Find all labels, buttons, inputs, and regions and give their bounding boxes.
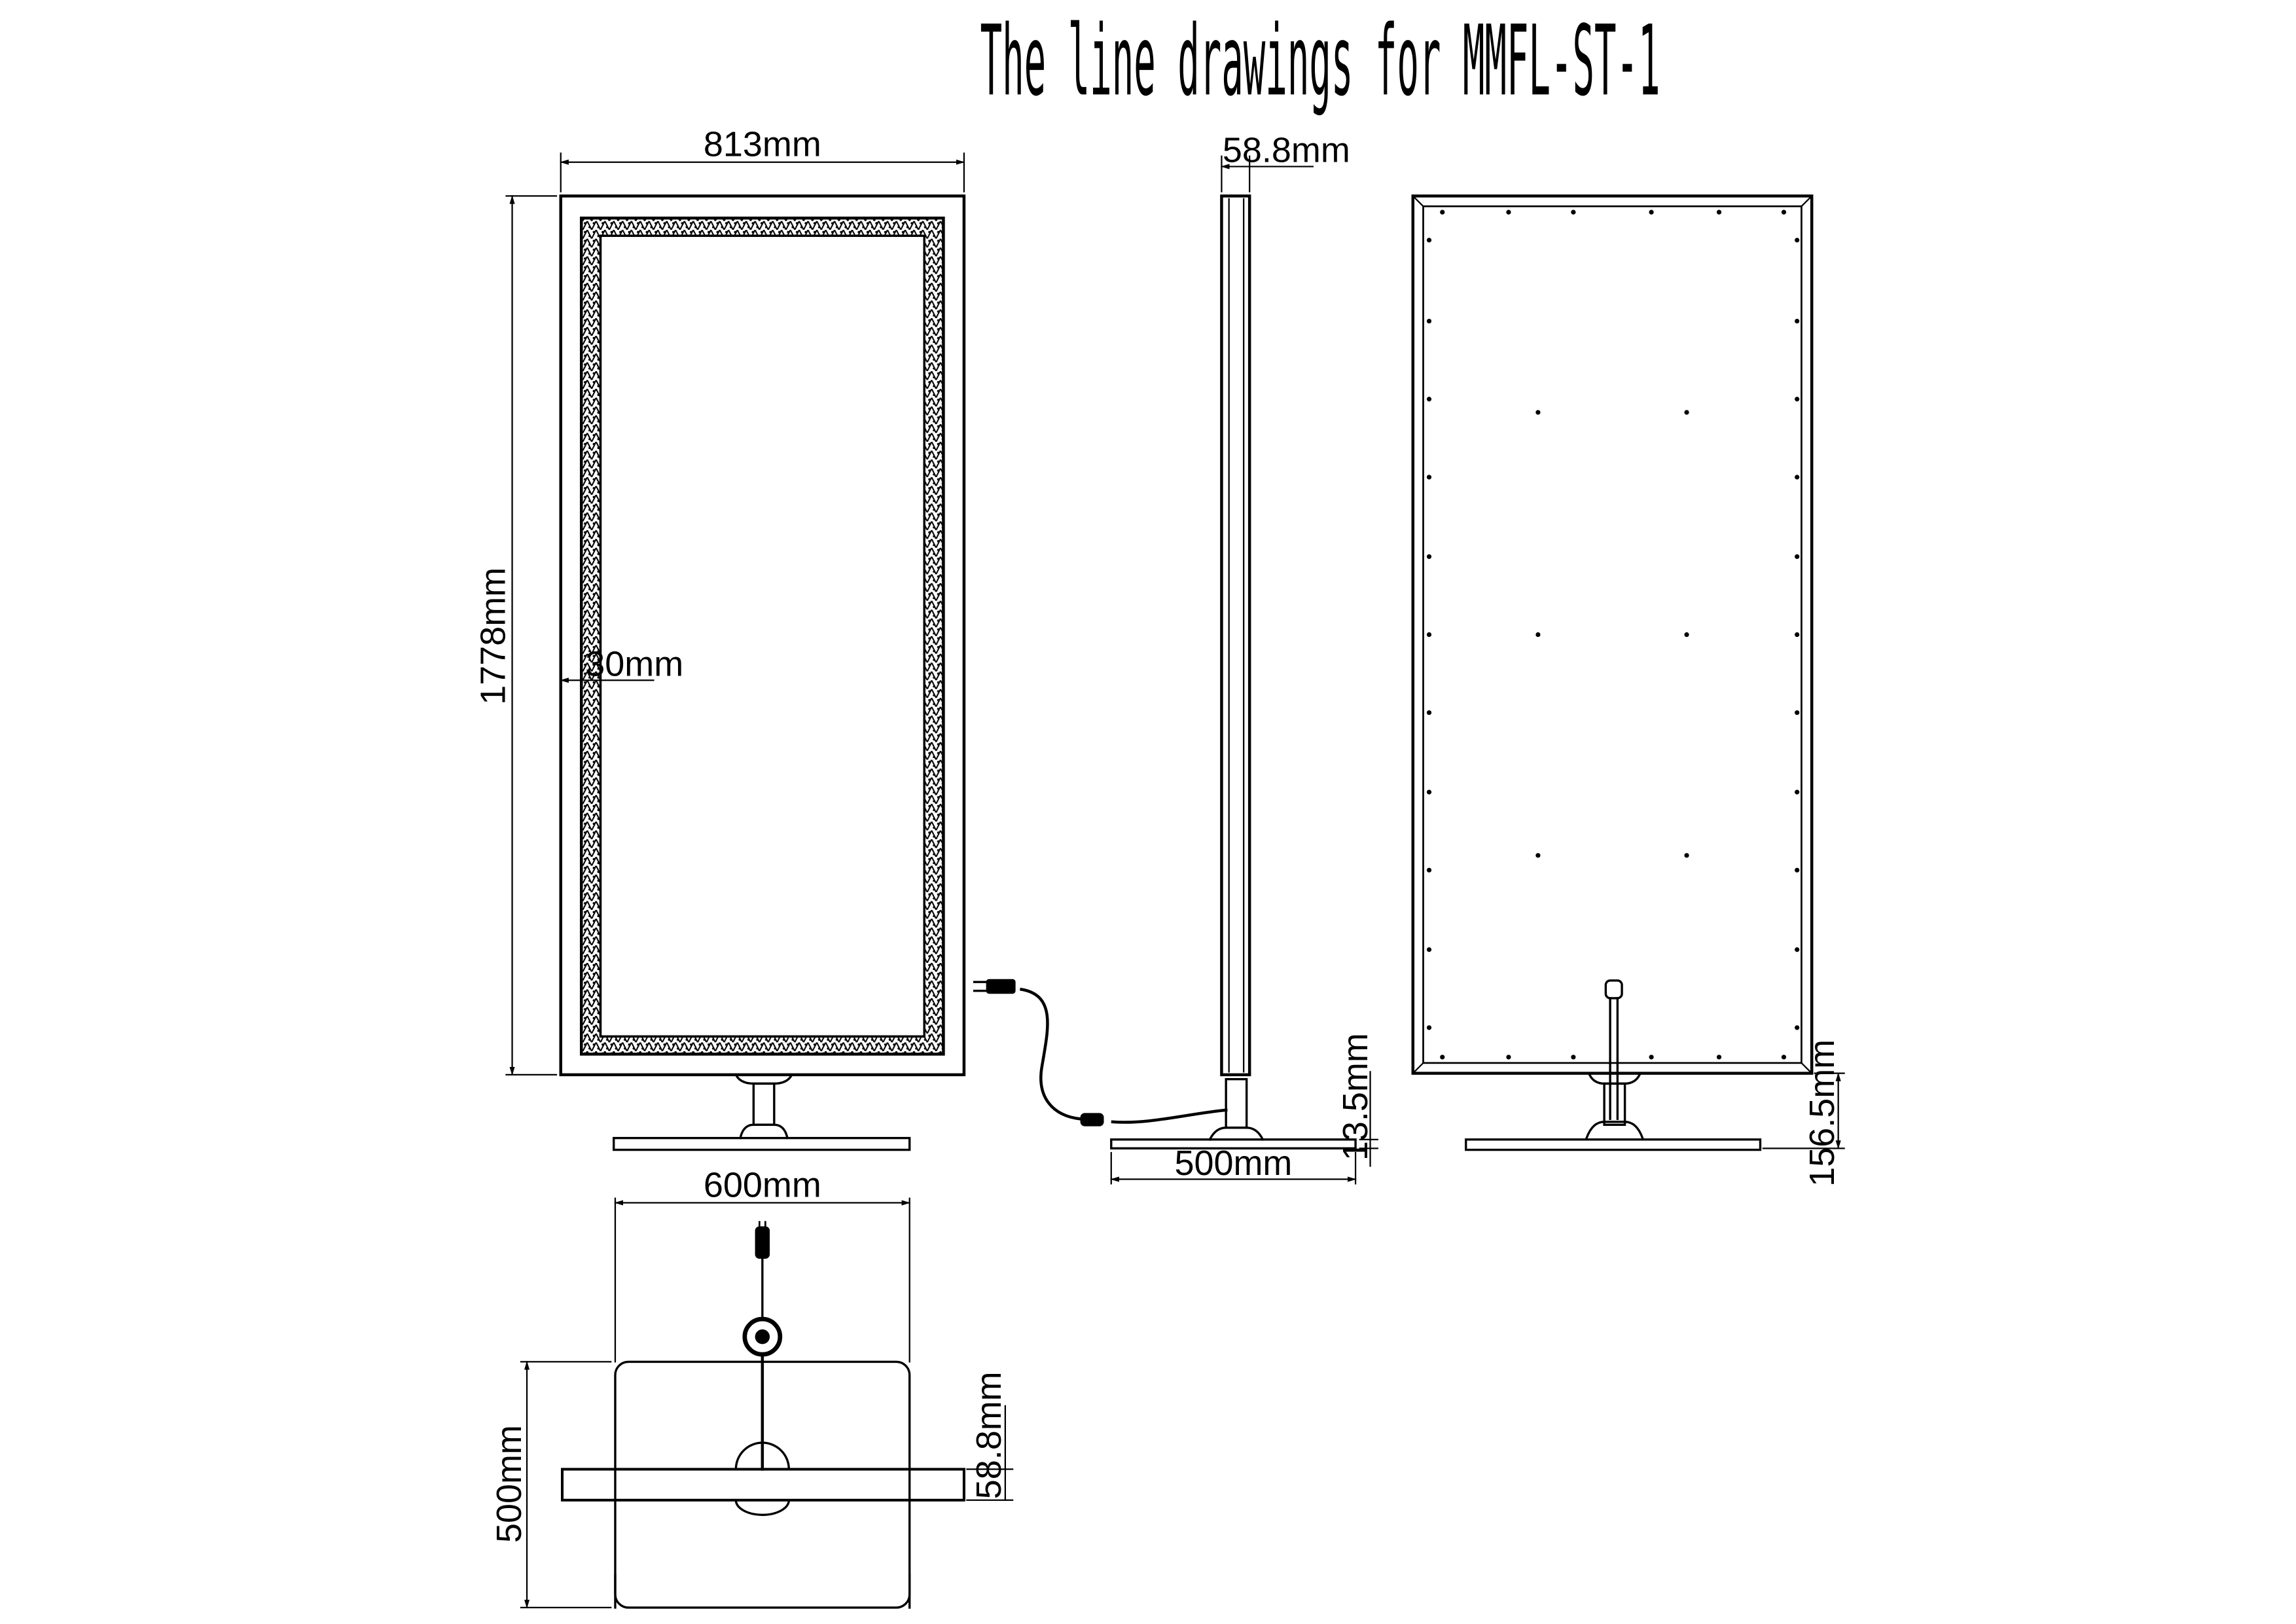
back-dot <box>1571 209 1576 215</box>
back-dot <box>1426 1025 1432 1030</box>
dim-side-depth: 58.8mm <box>1221 131 1350 192</box>
cable-switch-icon <box>1080 1113 1104 1127</box>
back-dot <box>1795 554 1800 559</box>
dim-label-front-width: 813mm <box>704 125 821 164</box>
back-dot <box>1781 1055 1787 1060</box>
back-dot <box>1795 1025 1800 1030</box>
dim-side-base-thickness: 13.5mm <box>1336 1033 1378 1167</box>
back-dot <box>1426 397 1432 402</box>
back-dot <box>1440 1055 1445 1060</box>
dim-label-top-depth: 500mm <box>490 1425 529 1543</box>
top-view: 600mm 500mm 58.8mm <box>490 1166 1014 1609</box>
back-dot <box>1426 947 1432 952</box>
back-dot <box>1426 789 1432 795</box>
dim-front-height: 1778mm <box>473 195 558 1076</box>
back-stand <box>1465 1073 1762 1151</box>
back-dot <box>1506 209 1511 215</box>
back-dot <box>1426 632 1432 638</box>
back-dot <box>1716 1055 1722 1060</box>
dim-label-top-panel-depth: 58.8mm <box>969 1371 1009 1499</box>
back-dot <box>1426 318 1432 324</box>
drawing-title: The line drawings for MMFL-ST-1 <box>980 5 1660 118</box>
back-panel-frame <box>1411 194 1814 1075</box>
back-dot <box>1684 632 1689 638</box>
dim-label-side-depth: 58.8mm <box>1223 131 1350 170</box>
front-mirror-frame <box>559 194 966 1077</box>
top-mirror-panel <box>560 1468 965 1502</box>
side-mirror-profile <box>1220 194 1251 1077</box>
back-dot <box>1795 397 1800 402</box>
dim-back-stand-height: 156.5mm <box>1762 1039 1845 1187</box>
back-view: 156.5mm <box>1411 194 1845 1187</box>
back-dot <box>1795 318 1800 324</box>
back-dot <box>1684 853 1689 858</box>
front-led-border <box>580 217 945 1056</box>
dim-label-top-width: 600mm <box>704 1166 821 1205</box>
dim-label-side-base-depth: 500mm <box>1174 1144 1292 1183</box>
dim-front-width: 813mm <box>560 125 965 192</box>
back-dot <box>1506 1055 1511 1060</box>
dim-top-width: 600mm <box>614 1166 911 1206</box>
dim-label-back-stand-height: 156.5mm <box>1803 1039 1842 1187</box>
back-dot <box>1426 554 1432 559</box>
dim-top-panel-depth: 58.8mm <box>966 1371 1014 1501</box>
back-dot <box>1440 209 1445 215</box>
back-dot <box>1426 710 1432 715</box>
back-dot <box>1795 475 1800 480</box>
back-dot <box>1795 867 1800 873</box>
back-dot <box>1426 475 1432 480</box>
back-dot <box>1426 238 1432 243</box>
back-dot <box>1781 209 1787 215</box>
dim-label-front-height: 1778mm <box>473 568 512 705</box>
back-dot <box>1684 410 1689 415</box>
back-dot <box>1795 238 1800 243</box>
power-plug-icon <box>986 979 1016 994</box>
back-dot <box>1649 1055 1654 1060</box>
side-view: 58.8mm 13.5mm 500mm <box>973 131 1378 1185</box>
back-plug-icon <box>1604 979 1623 1000</box>
back-cable <box>1604 979 1623 1121</box>
side-stand <box>1110 1077 1357 1150</box>
front-stand <box>613 1073 911 1151</box>
back-dot <box>1795 710 1800 715</box>
back-led-dots <box>1426 209 1800 1060</box>
back-dot <box>1426 867 1432 873</box>
back-dot <box>1649 209 1654 215</box>
power-cable <box>973 979 1228 1127</box>
dim-label-side-base-thickness: 13.5mm <box>1336 1033 1375 1161</box>
front-view: 813mm 1778mm 30mm <box>473 125 966 1151</box>
top-cable <box>742 1221 783 1471</box>
dim-label-border-width: 30mm <box>585 644 683 683</box>
back-dot <box>1716 209 1722 215</box>
back-dot <box>1535 410 1541 415</box>
top-plug-icon <box>755 1226 770 1259</box>
back-dot <box>1571 1055 1576 1060</box>
dim-top-depth: 500mm <box>490 1361 612 1609</box>
back-dot <box>1795 947 1800 952</box>
dim-side-base-depth: 500mm <box>1110 1144 1357 1185</box>
back-dot <box>1795 789 1800 795</box>
back-dot <box>1535 853 1541 858</box>
back-dot <box>1535 632 1541 638</box>
back-dot <box>1795 632 1800 638</box>
dim-border-width: 30mm <box>560 644 683 683</box>
